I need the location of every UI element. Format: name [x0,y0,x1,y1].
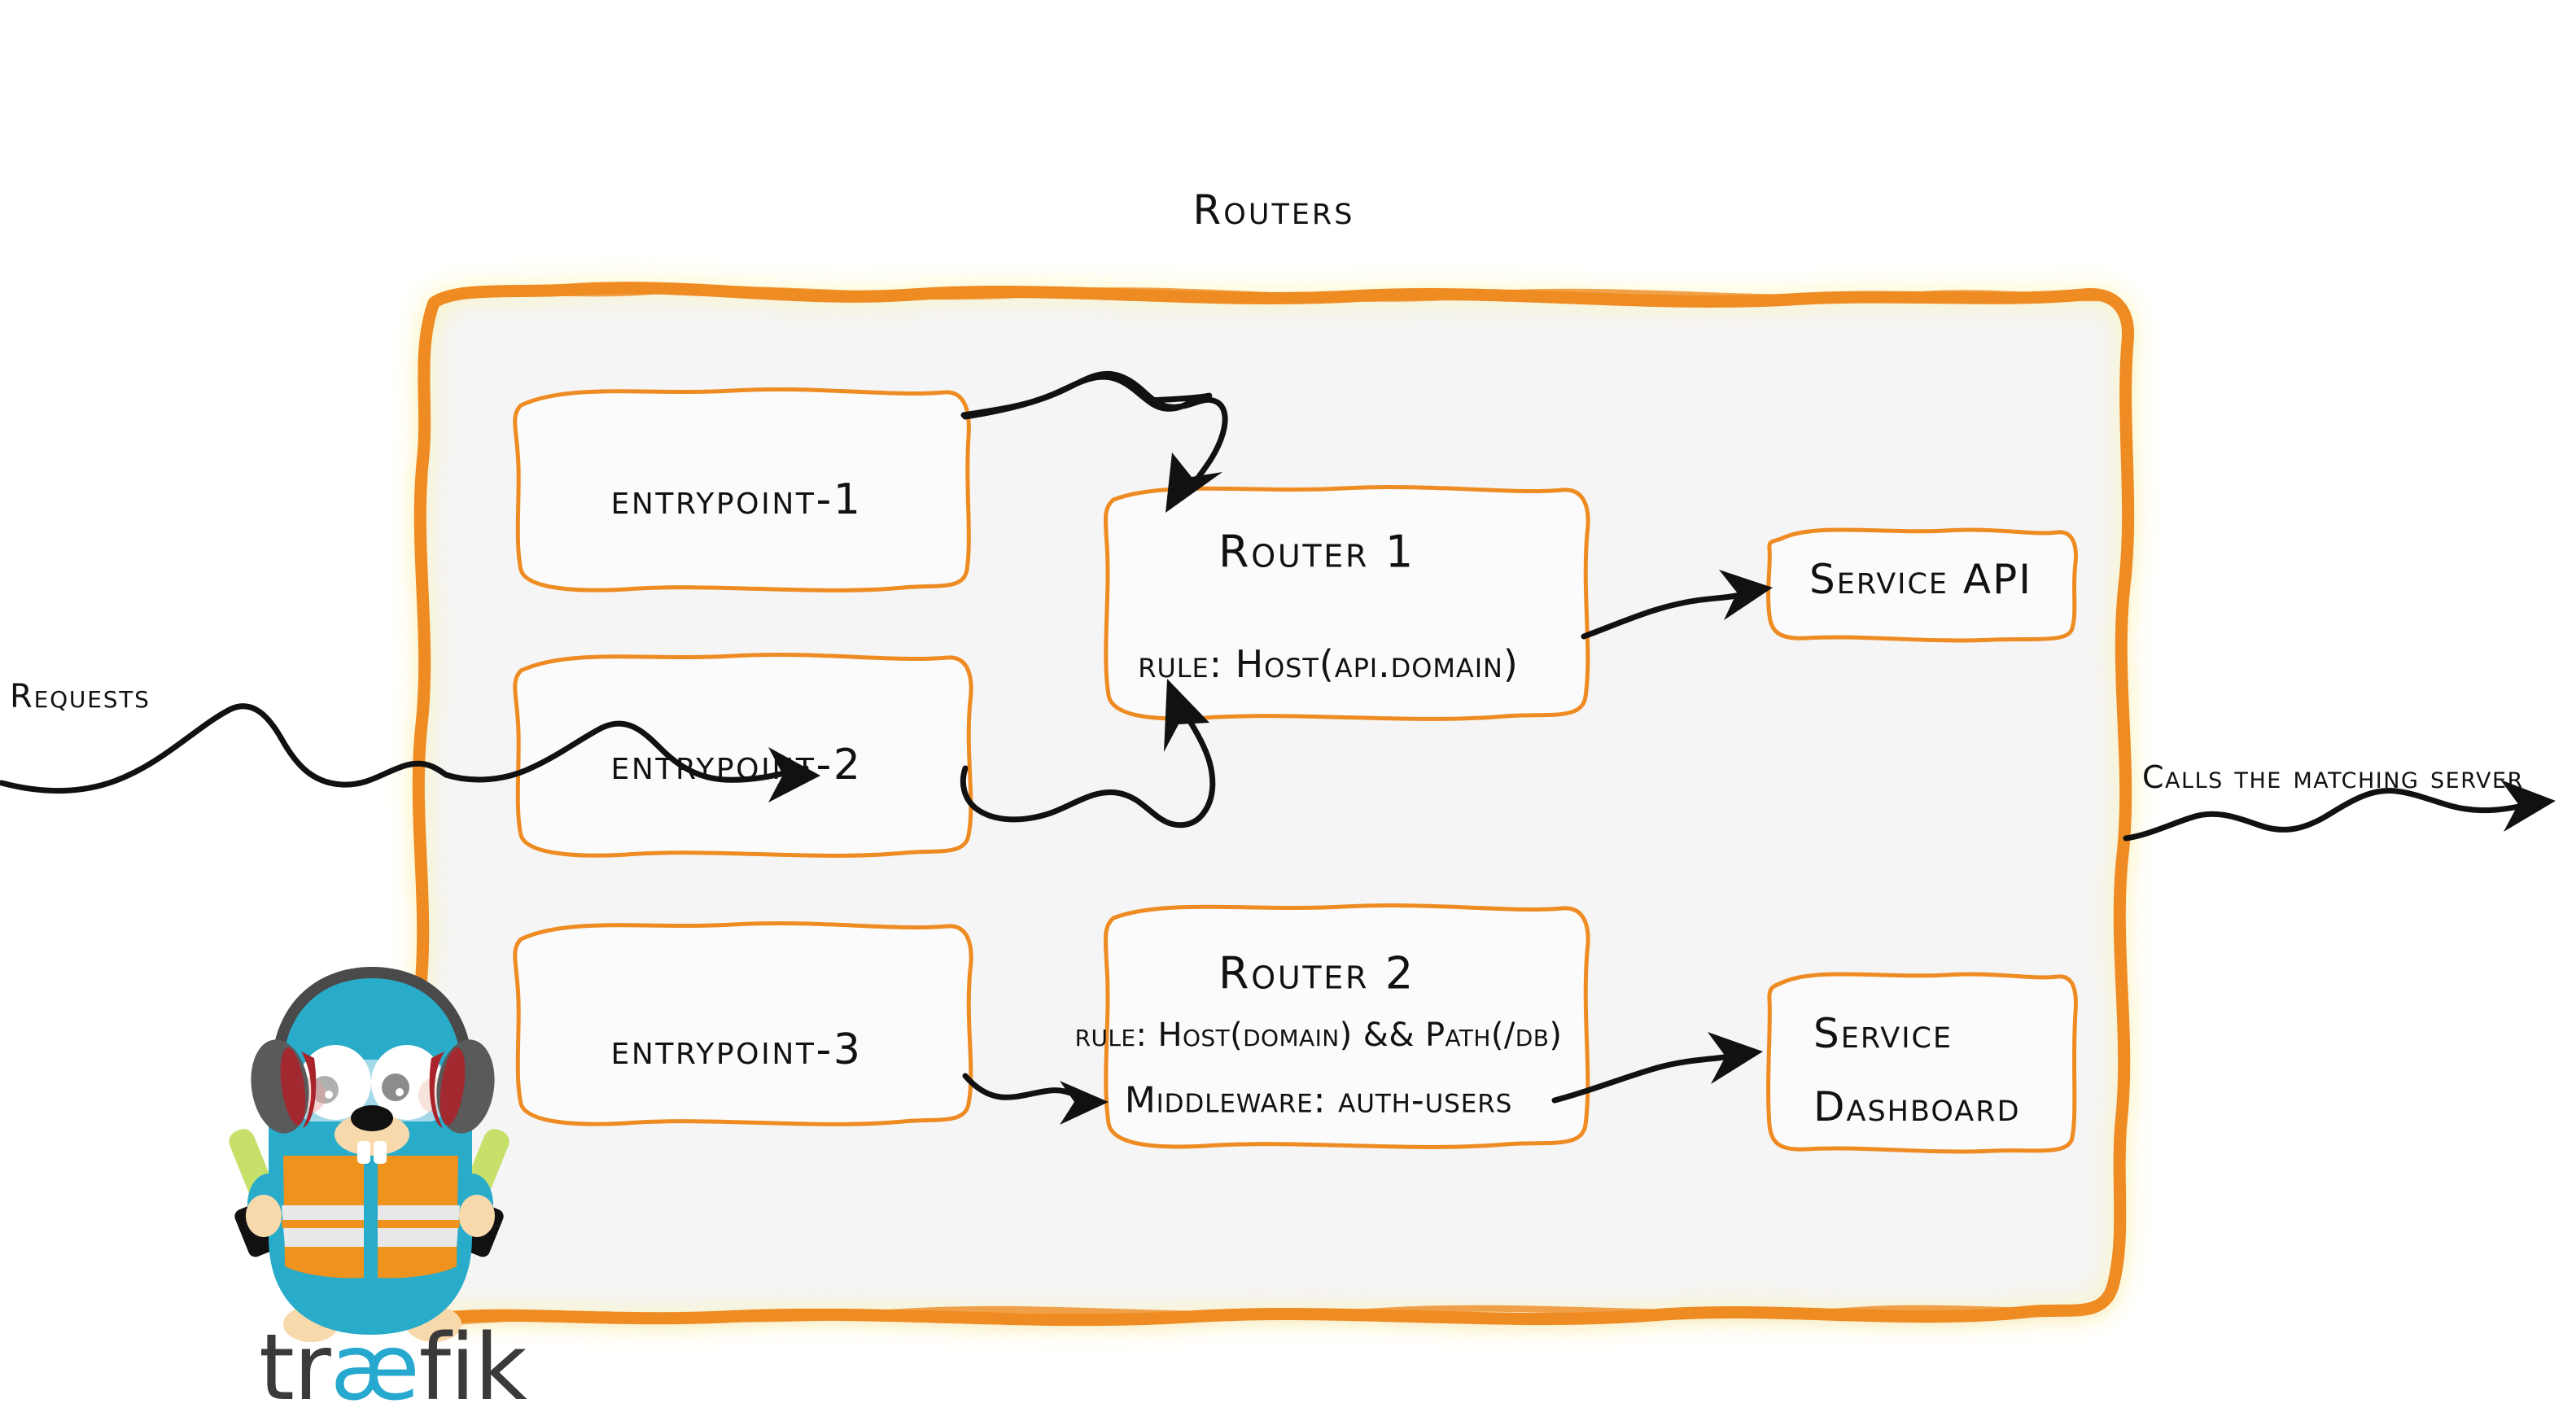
traefik-logo-part2: fik [418,1315,527,1421]
service-dashboard-box[interactable] [1766,972,2078,1154]
page-title: Routers [1192,186,1355,234]
entrypoint-1-label: entrypoint-1 [610,475,863,524]
entrypoint-2-box[interactable] [513,652,973,858]
gopher-pupil-right [382,1073,409,1101]
calls-server-arrow [2123,780,2556,842]
gopher-hand-right [459,1195,495,1237]
arrow-router2-to-service-dashboard [1551,1032,1763,1104]
router-2-title: Router 2 [1218,947,1415,999]
router-2-rule: rule: Host(domain) && Path(/db) [1074,1017,1563,1054]
gopher-safety-vest [282,1156,460,1279]
routers-panel-border-pass2-top [440,286,2103,302]
router-1-title: Router 1 [1218,526,1415,578]
entrypoint-3-label: entrypoint-3 [610,1025,863,1074]
entrypoint-1-box[interactable] [513,387,971,592]
traefik-logo-ligature: æ [330,1315,420,1421]
requests-label: Requests [10,678,151,715]
gopher-tooth-left [357,1141,370,1164]
service-dashboard-label-line2: Dashboard [1813,1083,2021,1130]
gopher-tooth-right [374,1141,387,1164]
router-2-box[interactable] [1104,903,1590,1149]
gopher-headphones [251,966,495,1134]
router-1-box[interactable] [1103,484,1590,721]
requests-arrow [0,703,820,802]
calls-server-label: Calls the matching server [2142,759,2524,795]
gopher-eye-glint-left [325,1091,333,1099]
entrypoint-3-box[interactable] [513,920,973,1126]
service-api-box[interactable] [1766,527,2078,643]
traefik-logo-wordmark: træfik [259,1323,527,1414]
routers-panel-border-pass2-bottom [453,1304,2103,1325]
gopher-hand-left [246,1195,282,1237]
service-dashboard-label-line1: Service [1813,1010,1953,1057]
gopher-eye-glint-right [396,1088,404,1096]
arrow-ep2-to-router1 [960,679,1216,829]
gopher-nose [351,1105,393,1131]
entrypoint-2-label: entrypoint-2 [610,741,863,789]
traefik-logo-part1: tr [259,1315,331,1421]
arrow-ep1-to-router1 [960,370,1228,513]
router-1-rule: rule: Host(api.domain) [1138,642,1519,686]
arrow-router1-to-service-api [1581,570,1773,640]
service-api-label: Service API [1808,556,2033,603]
router-2-middleware: Middleware: auth-users [1124,1079,1513,1121]
arrow-ep3-to-router2 [962,1073,1109,1125]
